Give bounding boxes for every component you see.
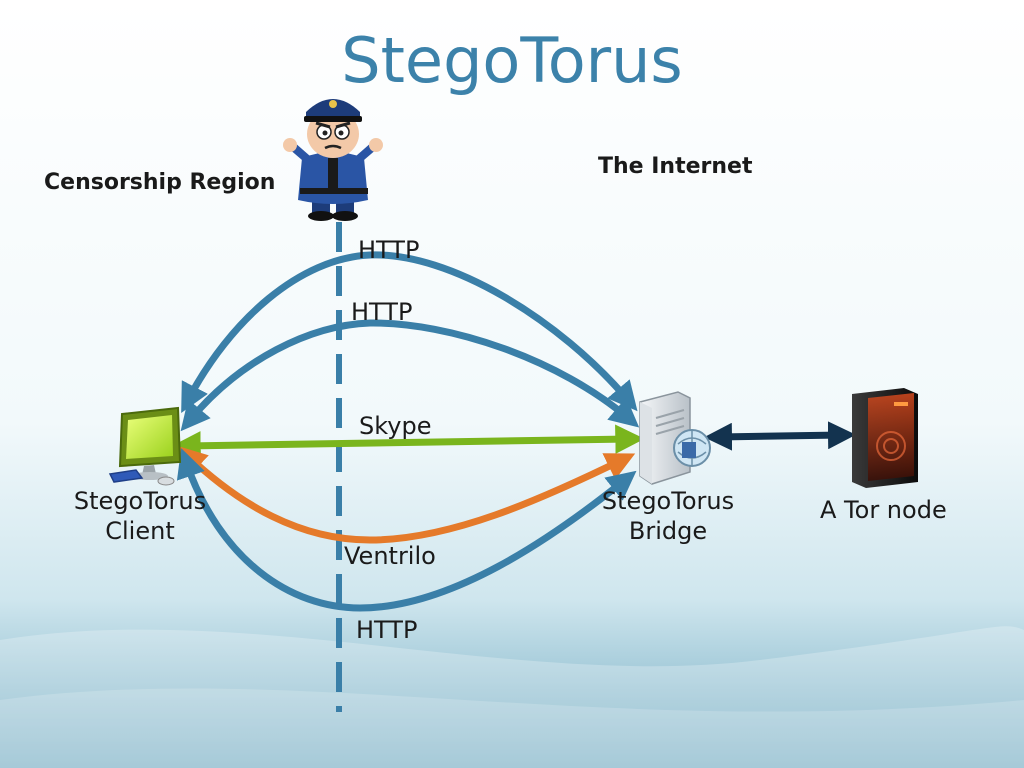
http-label-top: HTTP — [358, 236, 420, 264]
server-icon — [639, 391, 711, 485]
tower-pc-icon — [852, 388, 918, 488]
http-channel-arrow-bottom — [176, 448, 637, 612]
censorship-region-label: Censorship Region — [44, 170, 276, 195]
bridge-tor-link-arrow — [704, 421, 856, 451]
skype-channel-arrow — [171, 424, 645, 461]
bridge-node-label: StegoTorus Bridge — [594, 486, 742, 546]
skype-label: Skype — [359, 412, 432, 440]
http-label-bottom: HTTP — [356, 616, 418, 644]
police-officer-icon — [283, 99, 383, 221]
http-label-second: HTTP — [351, 298, 413, 326]
internet-region-label: The Internet — [598, 154, 753, 179]
computer-monitor-icon — [108, 406, 182, 486]
client-node-label: StegoTorus Client — [66, 486, 214, 546]
http-channel-arrow-top — [181, 251, 638, 414]
bridge-label-line2: Bridge — [628, 517, 708, 545]
client-label-line1: StegoTorus — [73, 487, 207, 515]
tor-node-label: A Tor node — [820, 496, 947, 524]
http-channel-arrow-second — [180, 319, 640, 432]
client-label-line2: Client — [105, 517, 175, 545]
slide-title: StegoTorus — [341, 24, 683, 97]
ventrilo-label: Ventrilo — [344, 542, 436, 570]
bridge-label-line1: StegoTorus — [601, 487, 735, 515]
